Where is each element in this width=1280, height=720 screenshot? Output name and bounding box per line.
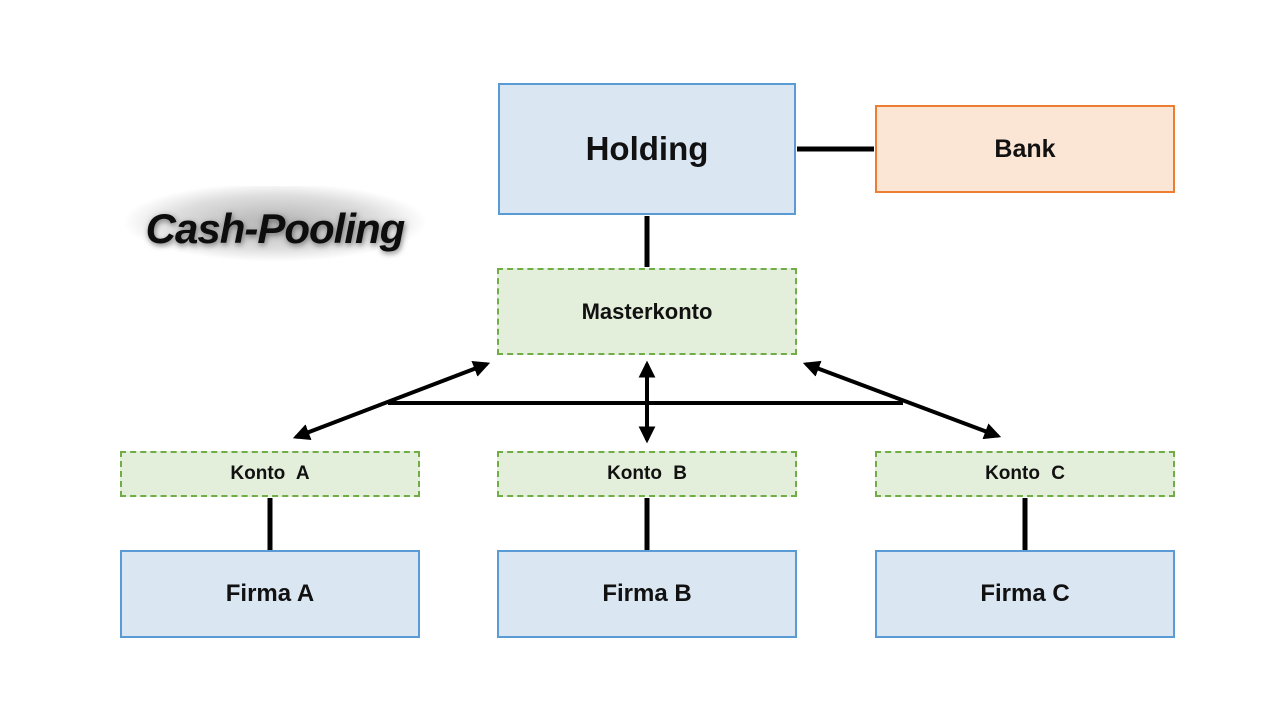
node-konto-b: Konto B bbox=[497, 451, 797, 497]
node-bank: Bank bbox=[875, 105, 1175, 193]
node-firma-b: Firma B bbox=[497, 550, 797, 638]
node-konto-c: Konto C bbox=[875, 451, 1175, 497]
node-konto-a: Konto A bbox=[120, 451, 420, 497]
arrow-masterkonto-konto-c bbox=[802, 360, 1002, 440]
node-masterkonto: Masterkonto bbox=[497, 268, 797, 355]
arrow-masterkonto-konto-a bbox=[292, 360, 491, 441]
node-firma-a: Firma A bbox=[120, 550, 420, 638]
diagram-title: Cash-Pooling bbox=[98, 186, 452, 272]
node-holding: Holding bbox=[498, 83, 796, 215]
node-firma-c: Firma C bbox=[875, 550, 1175, 638]
